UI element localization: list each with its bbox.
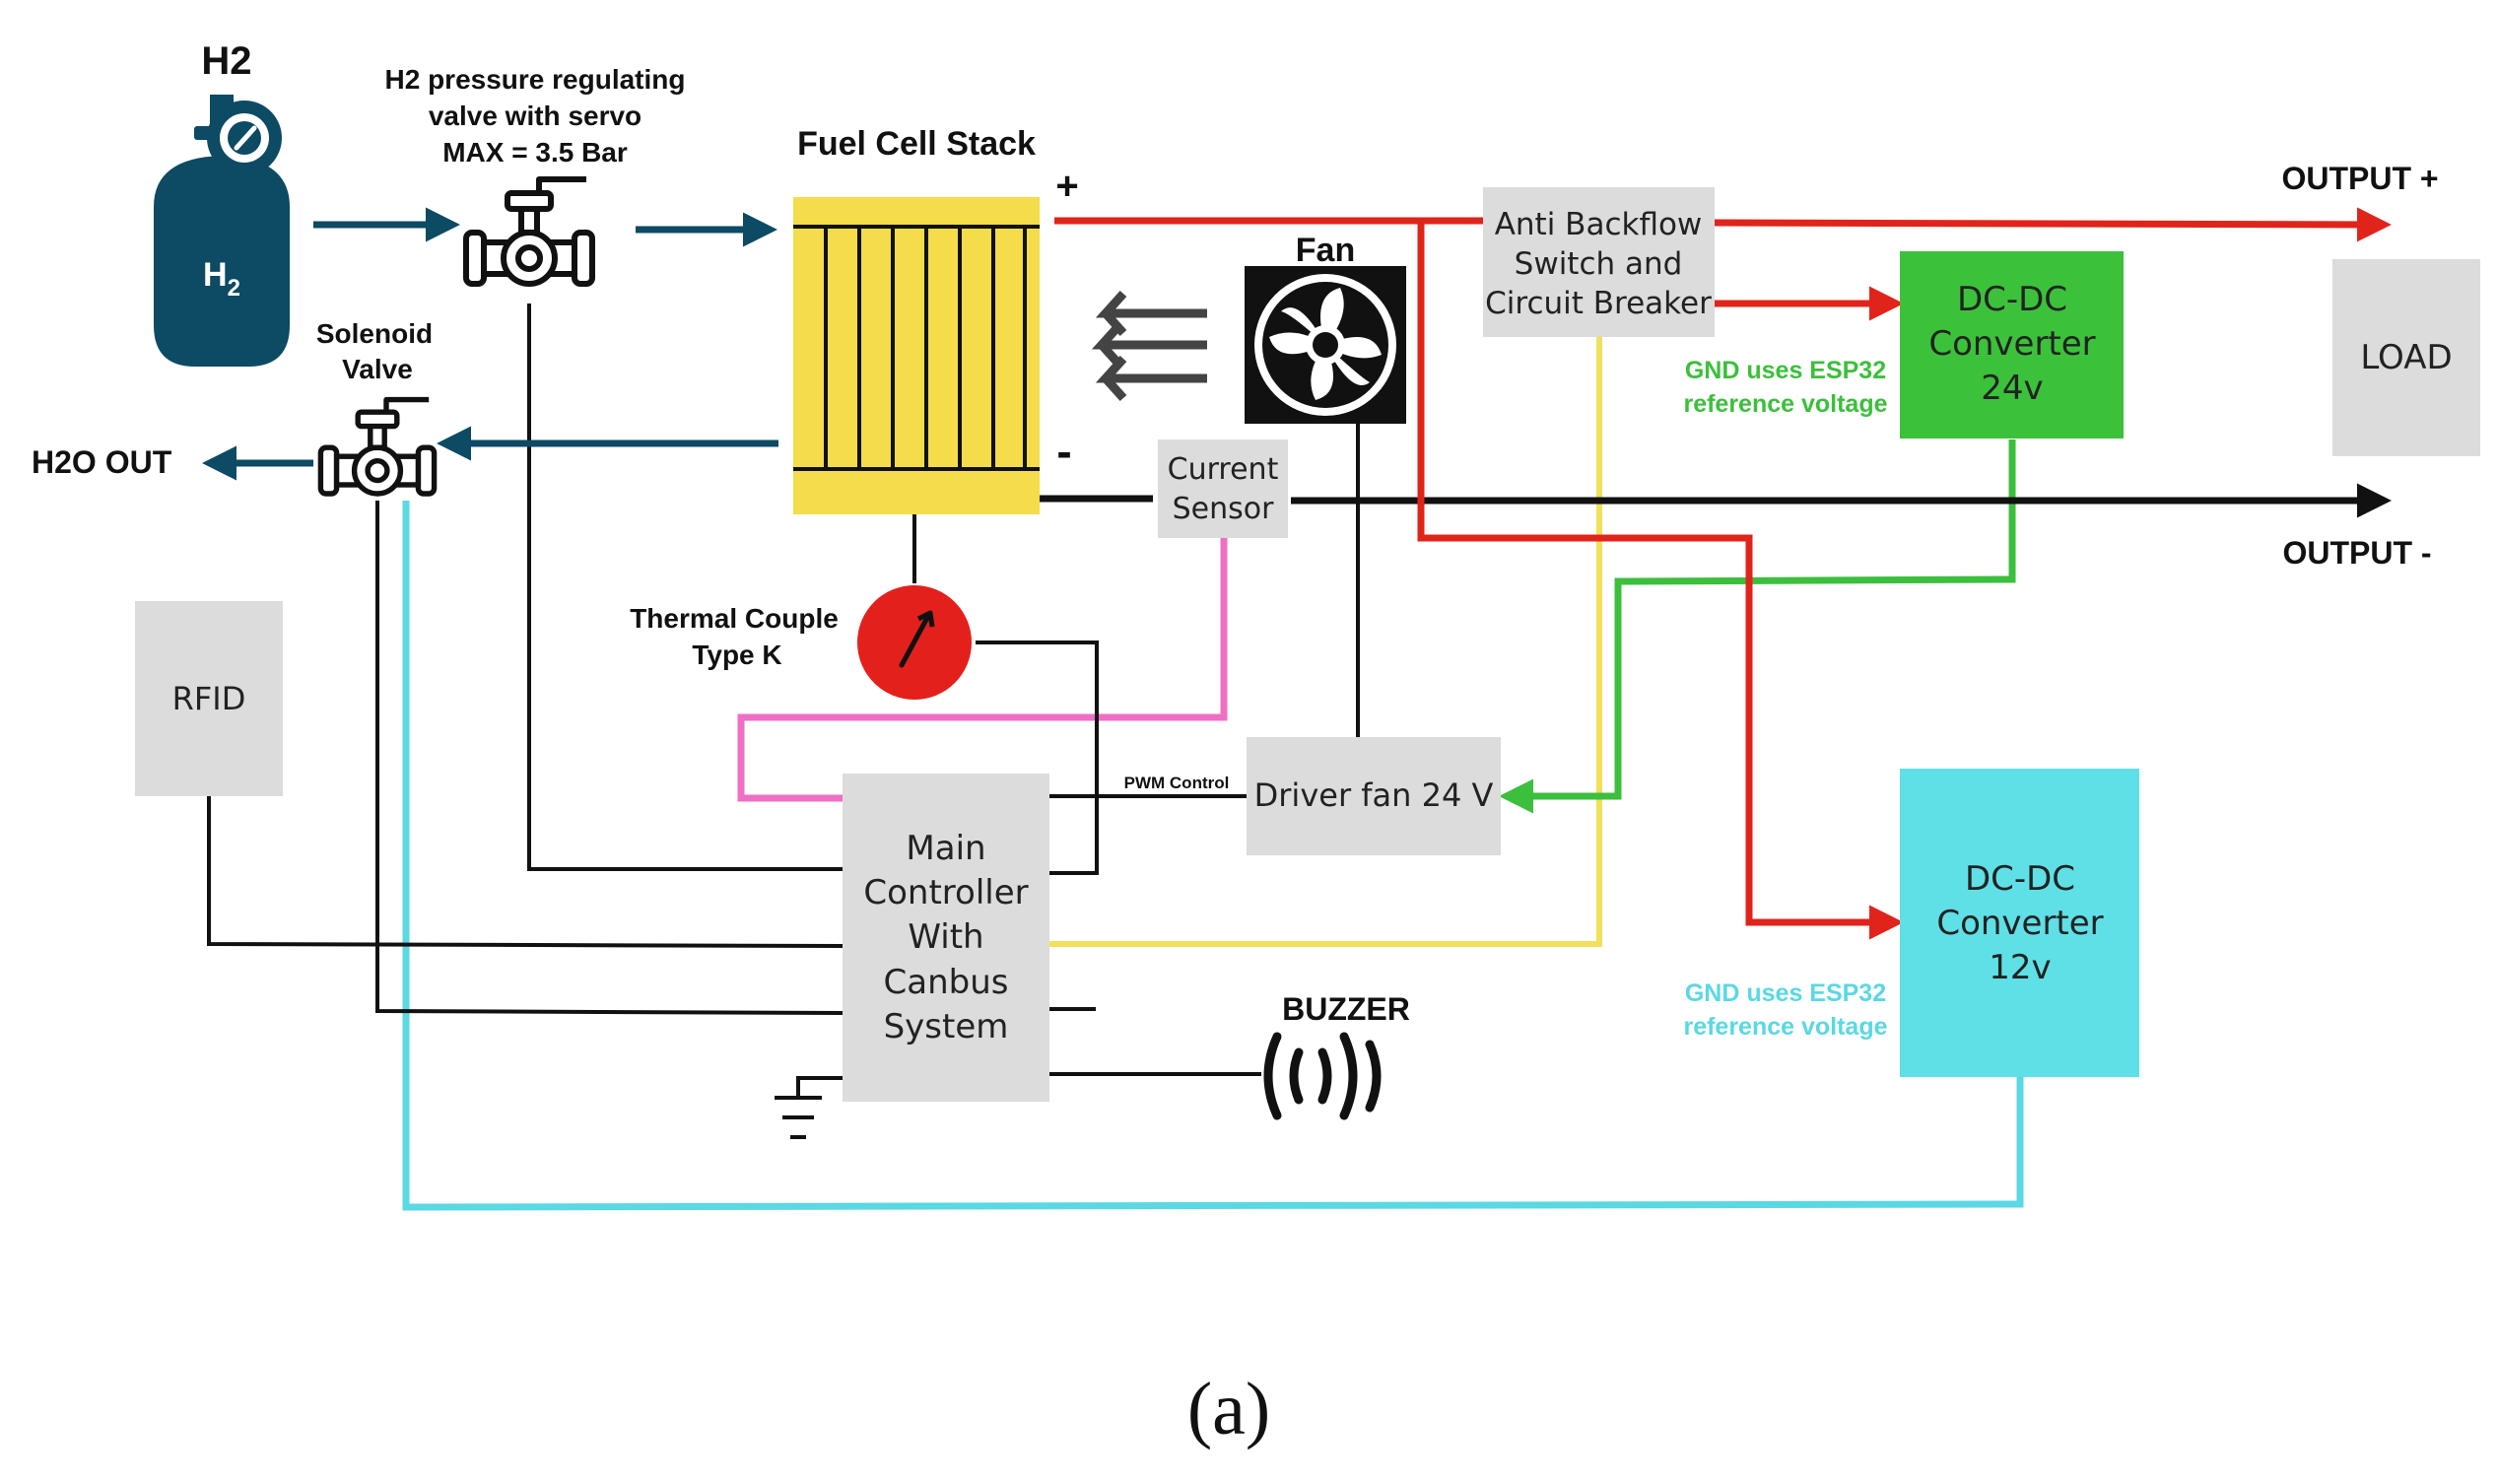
ground-icon bbox=[775, 1096, 822, 1139]
gnd12-note-line2: reference voltage bbox=[1683, 1013, 1887, 1041]
output-minus-wire bbox=[1040, 499, 2385, 501]
solenoid-label-line1: Solenoid bbox=[316, 318, 433, 349]
pressure-regulator-valve-icon bbox=[466, 179, 592, 284]
figure-caption: (a) bbox=[1187, 1368, 1270, 1450]
regulator-label-line3: MAX = 3.5 Bar bbox=[442, 137, 628, 168]
airflow-arrows-icon bbox=[1091, 290, 1207, 402]
anti-backflow-line3: Circuit Breaker bbox=[1485, 286, 1712, 321]
thermal-label-line2: Type K bbox=[692, 640, 781, 670]
load-label: LOAD bbox=[2360, 338, 2452, 377]
ground-wire bbox=[796, 1076, 843, 1098]
positive-to-dcdc12-wire bbox=[1417, 221, 1904, 940]
stack-plus-sign: + bbox=[1055, 165, 1078, 208]
dcdc24-line3: 24v bbox=[1981, 369, 2043, 408]
rfid-box bbox=[135, 601, 283, 796]
main-controller-line1: Main bbox=[906, 829, 985, 868]
dcdc12-line1: DC-DC bbox=[1965, 859, 2075, 899]
fuel-cell-stack bbox=[793, 197, 1040, 514]
dcdc24-line1: DC-DC bbox=[1957, 280, 2067, 319]
output-plus-label: OUTPUT + bbox=[2281, 161, 2438, 196]
dcdc24-line2: Converter bbox=[1928, 324, 2095, 364]
main-controller-box bbox=[843, 774, 1049, 1102]
solenoid-label-line2: Valve bbox=[342, 354, 413, 384]
fuel-cell-title: Fuel Cell Stack bbox=[797, 125, 1036, 163]
anti-backflow-line1: Anti Backflow bbox=[1495, 207, 1703, 242]
regulator-label-line2: valve with servo bbox=[429, 101, 641, 131]
dcdc-24v-box bbox=[1900, 251, 2124, 438]
solenoid-control-wire bbox=[375, 501, 844, 1015]
rfid-label: RFID bbox=[172, 680, 246, 717]
tank-formula: H2 bbox=[203, 256, 240, 302]
thermal-label-line1: Thermal Couple bbox=[630, 603, 839, 634]
output-minus-label: OUTPUT - bbox=[2282, 535, 2431, 571]
gnd24-note-line1: GND uses ESP32 bbox=[1685, 357, 1886, 384]
main-controller-line3: With bbox=[908, 917, 983, 957]
current-sensor-line2: Sensor bbox=[1173, 492, 1274, 526]
fan-icon bbox=[1245, 266, 1406, 424]
thermocouple-wire bbox=[976, 641, 1099, 875]
driver-fan-box bbox=[1247, 737, 1501, 855]
pwm-control-label: PWM Control bbox=[1124, 774, 1230, 792]
dcdc-12v-box bbox=[1900, 769, 2139, 1077]
anti-backflow-box bbox=[1483, 187, 1715, 337]
driver-fan-label: Driver fan 24 V bbox=[1254, 776, 1494, 814]
thermocouple-icon bbox=[857, 585, 972, 700]
current-sensor-line1: Current bbox=[1168, 452, 1279, 487]
h2o-out-label: H2O OUT bbox=[32, 444, 172, 480]
main-controller-line2: Controller bbox=[863, 873, 1028, 912]
servo-control-wire bbox=[527, 304, 843, 871]
supply-24v-wire bbox=[1499, 439, 2016, 814]
main-controller-line4: Canbus bbox=[884, 963, 1009, 1002]
anti-backflow-line2: Switch and bbox=[1515, 246, 1683, 282]
current-sensor-box bbox=[1158, 439, 1288, 538]
load-box bbox=[2332, 259, 2480, 456]
h2-tank-icon bbox=[154, 95, 290, 367]
dcdc12-line2: Converter bbox=[1936, 904, 2103, 943]
main-controller-line5: System bbox=[884, 1007, 1009, 1046]
regulator-label-line1: H2 pressure regulating bbox=[385, 64, 686, 95]
rfid-wire bbox=[207, 796, 844, 948]
buzzer-icon bbox=[1263, 1032, 1382, 1120]
gnd24-note-line2: reference voltage bbox=[1683, 390, 1887, 418]
dcdc12-line3: 12v bbox=[1989, 948, 2051, 987]
solenoid-valve-icon bbox=[320, 400, 434, 494]
gnd12-note-line1: GND uses ESP32 bbox=[1685, 979, 1886, 1007]
buzzer-label: BUZZER bbox=[1282, 991, 1410, 1027]
supply-12v-wire bbox=[402, 501, 2024, 1211]
fan-title: Fan bbox=[1296, 232, 1355, 269]
stack-minus-sign: - bbox=[1056, 426, 1071, 477]
h2-title: H2 bbox=[201, 39, 251, 83]
output-plus-wire bbox=[1714, 207, 2392, 242]
current-sensor-wire bbox=[737, 538, 1228, 802]
